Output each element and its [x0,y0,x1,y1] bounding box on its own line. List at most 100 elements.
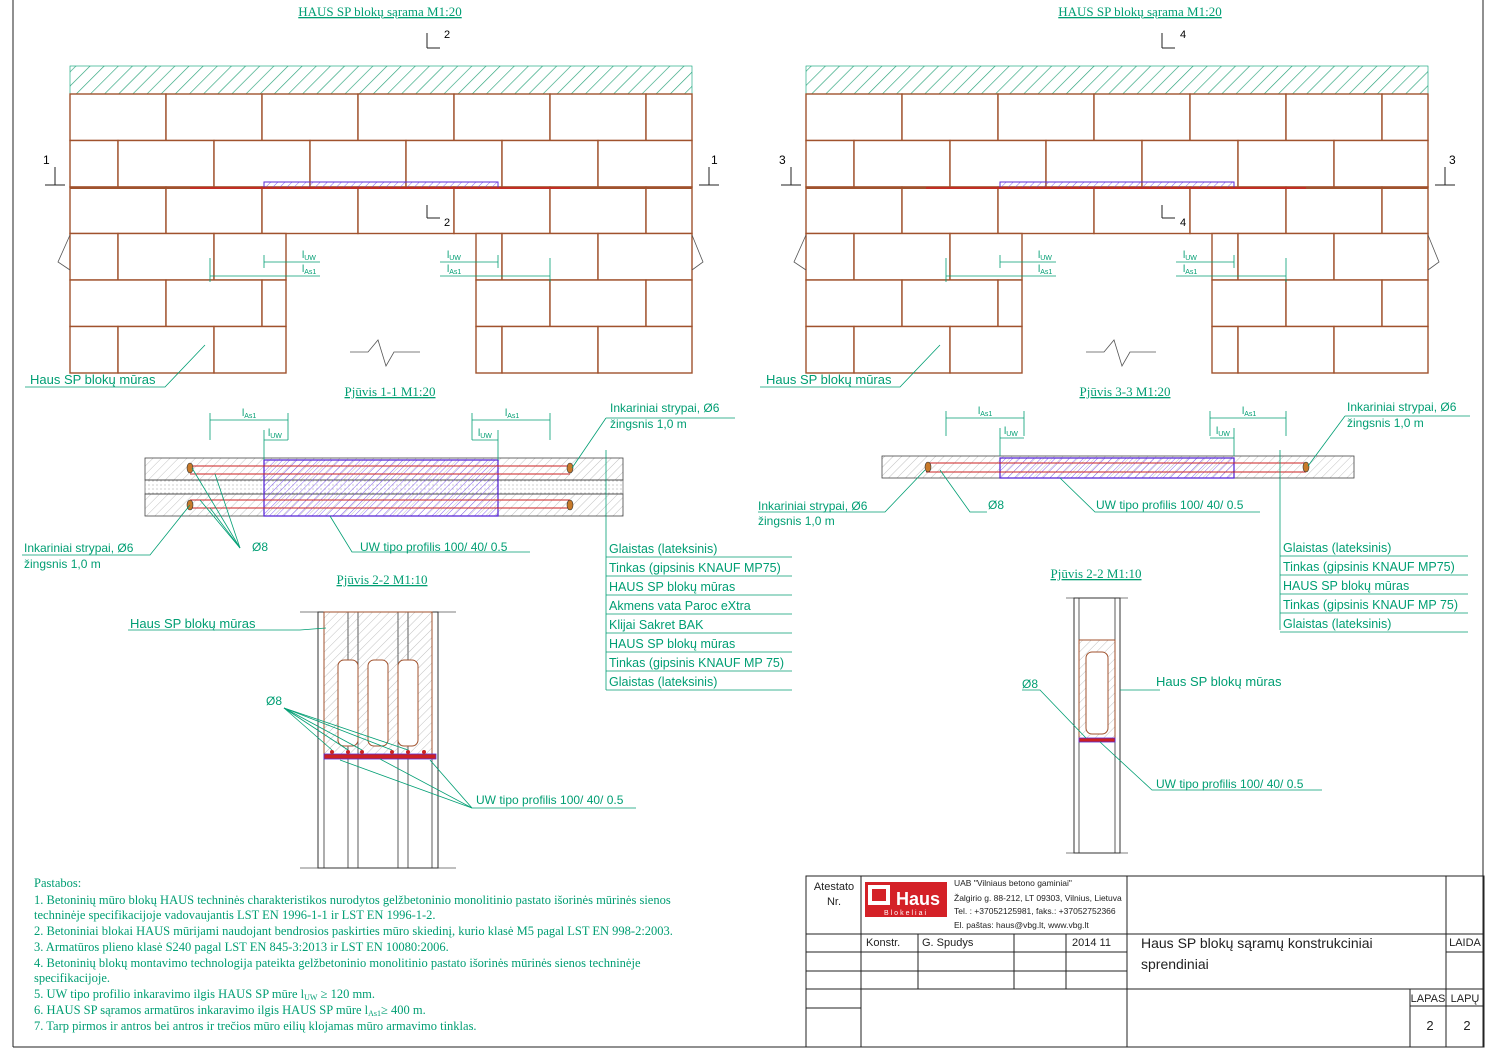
uw-profile-label: UW tipo profilis 100/ 40/ 0.5 [476,793,624,807]
anchor-label: Inkariniai strypai, Ø6 [758,499,868,513]
cut-label: 2 [444,217,450,229]
brick [549,186,647,235]
brick [805,279,903,328]
brick [805,232,855,281]
note-line: 5. UW tipo profilio inkaravimo ilgis HAU… [34,987,375,1002]
brick [901,186,999,235]
atestato-label: Atestato [814,881,854,893]
brick [1093,93,1191,142]
layer-label: Glaistas (lateksinis) [1283,617,1391,631]
layer-label: HAUS SP blokų mūras [609,637,735,651]
dim-luw: lUW [302,250,316,262]
dim-luw: lUW [478,428,492,440]
uw-profile-label: UW tipo profilis 100/ 40/ 0.5 [360,540,508,554]
layer-label: Tinkas (gipsinis KNAUF MP 75) [1283,598,1458,612]
rebar-lines [190,465,570,509]
break-line [793,234,807,271]
section-3-3-title: Pjūvis 3-3 M1:20 [1079,384,1170,399]
brick [475,279,551,328]
note-line: 2. Betoniniai blokai HAUS mūrijami naudo… [34,924,673,938]
layer-label: Glaistas (lateksinis) [1283,541,1391,555]
brick [645,93,693,142]
dim-las: lAs1 [978,406,992,418]
brick [1285,186,1383,235]
brick [1189,93,1287,142]
layer-legend: Glaistas (lateksinis)Tinkas (gipsinis KN… [606,542,792,691]
brick [597,139,693,188]
note-line: 4. Betoninių blokų montavimo technologij… [34,956,641,970]
brick [213,139,311,188]
masonry-label: Haus SP blokų mūras [1156,674,1282,689]
cut-label: 1 [711,153,718,167]
leader-lines [1022,689,1322,791]
drawing-title-2: sprendiniai [1141,956,1209,972]
rebar-dots [330,750,426,754]
brick [901,93,999,142]
layer-label: Tinkas (gipsinis KNAUF MP75) [609,561,781,575]
lintel-profile [999,181,1235,189]
elevation-left-title: HAUS SP blokų sąrama M1:20 [298,4,461,19]
anchor-bars [924,461,1310,473]
section-2-2-right: Pjūvis 2-2 M1:10 Ø8 Haus SP blokų mūras … [1022,566,1322,854]
company-address: Žalgirio g. 88-212, LT 09303, Vilnius, L… [954,893,1122,903]
designer-name: G. Spudys [922,937,974,949]
company-phone: Tel. : +37052125981, faks.: +37052752366 [954,906,1116,916]
layer-label: Tinkas (gipsinis KNAUF MP 75) [609,656,784,670]
lintel-profile [263,181,499,189]
note-line: techninėje specifikacijoje vadovaujantis… [34,908,436,922]
brick [1285,279,1383,328]
sheet-count: 2 [1463,1018,1470,1033]
uw-profile-plan [263,459,499,517]
brick [1333,139,1429,188]
break-line [691,234,704,271]
lintel-block-cavity [337,659,359,747]
brick [645,186,693,235]
brick [165,186,263,235]
company-email: El. paštas: haus@vbg.lt, www.vbg.lt [954,920,1089,930]
brick [805,93,903,142]
brick [405,139,503,188]
cut-label: 4 [1180,217,1186,229]
note-line: 3. Armatūros plieno klasė S240 pagal LST… [34,940,449,954]
brick [901,279,999,328]
dimension-lines [945,411,1287,456]
dim-luw: lUW [1183,250,1197,262]
date: 2014 11 [1072,937,1111,949]
masonry-label: Haus SP blokų mūras [30,372,156,387]
nr-label: Nr. [827,896,841,908]
uw-profile-label: UW tipo profilis 100/ 40/ 0.5 [1156,777,1304,791]
masonry-label: Haus SP blokų mūras [766,372,892,387]
brick [1333,232,1429,281]
cut-label: 3 [1449,153,1456,167]
brick [1237,325,1335,374]
brick [997,186,1095,235]
dimension-lines [209,413,551,460]
title-block: Atestato Nr. Haus Blokeliai UAB "Vilniau… [805,875,1485,1048]
section-3-3: Pjūvis 3-3 M1:20 lAs1 lUW lAs1 lUW Inkar… [758,384,1470,633]
logo-text: Haus [896,889,940,909]
dim-luw: lUW [1216,426,1230,438]
dim-las: lAs1 [1038,264,1052,276]
slab-hatch [69,65,693,95]
brick [1333,325,1429,374]
section-mark-1 [45,33,719,219]
anchor-label: Inkariniai strypai, Ø6 [24,541,134,555]
slab-hatch [805,65,1429,95]
brick [213,325,287,374]
dim-las: lAs1 [1242,406,1256,418]
layer-legend: Glaistas (lateksinis) Tinkas (gipsinis KN… [1280,541,1468,633]
lapas-label: LAPAS [1411,993,1446,1005]
brick [475,325,503,374]
brick [69,232,119,281]
leader-lines [758,415,1470,630]
elevation-right-title: HAUS SP blokų sąrama M1:20 [1058,4,1221,19]
leader-line [25,344,206,388]
brick [453,186,551,235]
brick [1285,93,1383,142]
dim-luw: lUW [268,428,282,440]
note-line: specifikacijoje. [34,971,110,985]
note-line: 6. HAUS SP sąramos armatūros inkaravimo … [34,1003,426,1018]
break-line [1427,234,1440,271]
masonry-bricks [805,93,1429,374]
